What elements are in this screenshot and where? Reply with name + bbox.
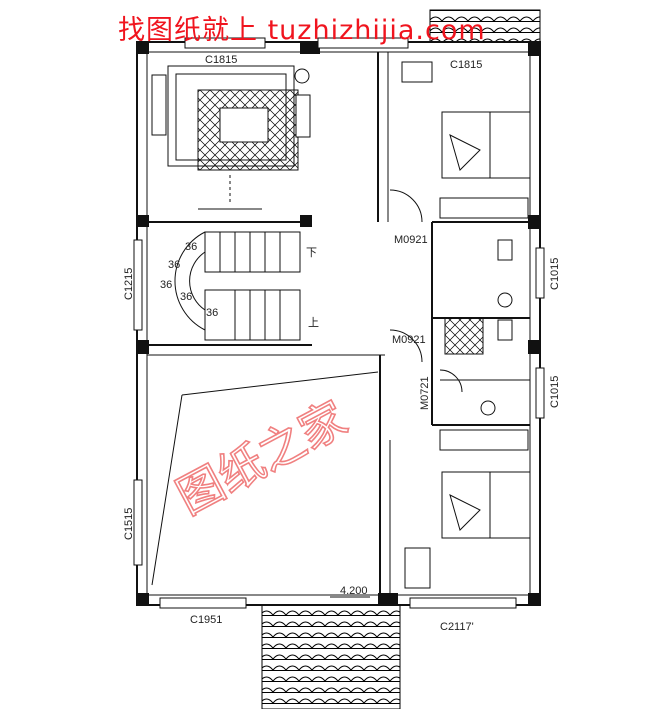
stair-step-label: 36 xyxy=(206,307,218,319)
bed-bottom xyxy=(404,429,531,589)
doors xyxy=(389,189,463,393)
stair-up-label: 上 xyxy=(308,316,319,329)
void-outline xyxy=(151,371,379,586)
columns xyxy=(137,42,540,605)
label-window: C1815 xyxy=(205,54,237,66)
label-window: C1515 xyxy=(123,508,135,540)
stair-step-label: 36 xyxy=(180,291,192,303)
stair-down-label: 下 xyxy=(306,247,317,259)
stair-step-label: 36 xyxy=(168,259,180,271)
bathroom-fixtures xyxy=(401,61,513,416)
label-window: C1015 xyxy=(549,376,561,408)
label-window: C1215 xyxy=(123,268,135,300)
stair-step-label: 36 xyxy=(160,279,172,291)
roof-tiles-top xyxy=(429,9,541,43)
label-elevation: 4.200 xyxy=(340,585,368,597)
label-window: C1951 xyxy=(190,614,222,626)
label-door: M0921 xyxy=(394,234,428,246)
label-window: C2117' xyxy=(440,621,474,633)
sofa-set xyxy=(151,65,311,210)
porch-tiles xyxy=(261,604,401,709)
windows xyxy=(133,37,545,609)
label-door: M0921 xyxy=(392,334,426,346)
staircase xyxy=(174,231,301,341)
label-door: M0721 xyxy=(419,376,431,410)
watermark-top: 找图纸就上 tuzhizhijia.com xyxy=(118,15,486,46)
stair-step-label: 36 xyxy=(185,241,197,253)
bed-top xyxy=(439,111,531,219)
label-window: C1815 xyxy=(450,59,482,71)
watermark-center: 图纸之家 xyxy=(168,391,356,525)
label-window: C1015 xyxy=(549,258,561,290)
